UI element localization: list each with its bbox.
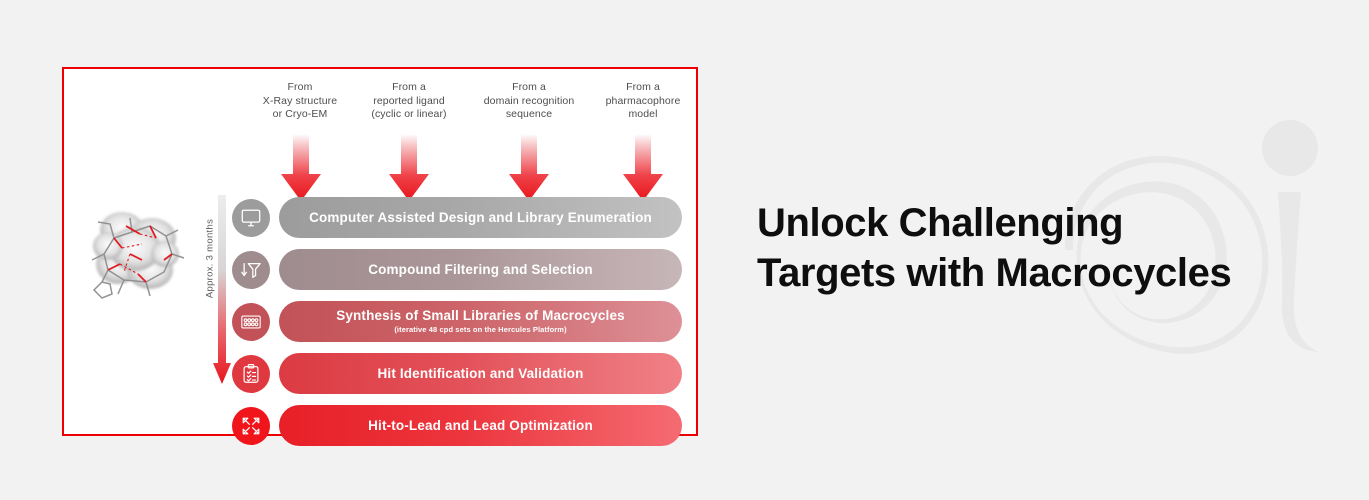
macrocycle-molecule-image <box>91 212 185 299</box>
page-title-line-1: Unlock Challenging <box>757 201 1124 245</box>
pipeline-row[interactable]: Computer Assisted Design and Library Enu… <box>232 197 682 238</box>
expand-arrows-icon <box>232 406 270 445</box>
microplate-icon <box>232 302 270 341</box>
pipeline-step-title: Computer Assisted Design and Library Enu… <box>309 209 652 225</box>
source-caption-sequence: From a domain recognition sequence <box>483 81 575 120</box>
pipeline-step-subtitle: (iterative 48 cpd sets on the Hercules P… <box>394 325 567 334</box>
diagram-frame: From X-Ray structure or Cryo-EM From a r… <box>62 67 698 446</box>
source-captions: From X-Ray structure or Cryo-EM From a r… <box>64 81 696 151</box>
pipeline-step-title: Hit Identification and Validation <box>377 365 584 381</box>
monitor-icon <box>232 198 270 237</box>
funnel-filter-icon <box>232 250 270 289</box>
pipeline-bar[interactable]: Hit-to-Lead and Lead Optimization <box>279 405 682 446</box>
pipeline-steps: Computer Assisted Design and Library Enu… <box>232 197 682 457</box>
pipeline-row[interactable]: Hit Identification and Validation <box>232 353 682 394</box>
timeline-arrow-icon <box>213 195 231 384</box>
timeline: Approx. 3 months <box>192 195 234 385</box>
source-caption-pharmacophore: From a pharmacophore model <box>605 81 681 120</box>
pipeline-bar[interactable]: Synthesis of Small Libraries of Macrocyc… <box>279 301 682 342</box>
pipeline-row[interactable]: Compound Filtering and Selection <box>232 249 682 290</box>
pipeline-bar[interactable]: Hit Identification and Validation <box>279 353 682 394</box>
pipeline-row[interactable]: Synthesis of Small Libraries of Macrocyc… <box>232 301 682 342</box>
pipeline-row[interactable]: Hit-to-Lead and Lead Optimization <box>232 405 682 446</box>
pipeline-bar[interactable]: Computer Assisted Design and Library Enu… <box>279 197 682 238</box>
page-title: Unlock Challenging Targets with Macrocyc… <box>757 198 1332 298</box>
pipeline-step-title: Synthesis of Small Libraries of Macrocyc… <box>336 308 625 323</box>
source-caption-xray: From X-Ray structure or Cryo-EM <box>262 81 338 120</box>
source-caption-ligand: From a reported ligand (cyclic or linear… <box>371 81 447 120</box>
clipboard-checklist-icon <box>232 354 270 393</box>
page-title-line-2: Targets with Macrocycles <box>757 251 1232 295</box>
pipeline-step-title: Hit-to-Lead and Lead Optimization <box>368 417 593 433</box>
pipeline-bar[interactable]: Compound Filtering and Selection <box>279 249 682 290</box>
pipeline-step-title: Compound Filtering and Selection <box>368 261 593 277</box>
